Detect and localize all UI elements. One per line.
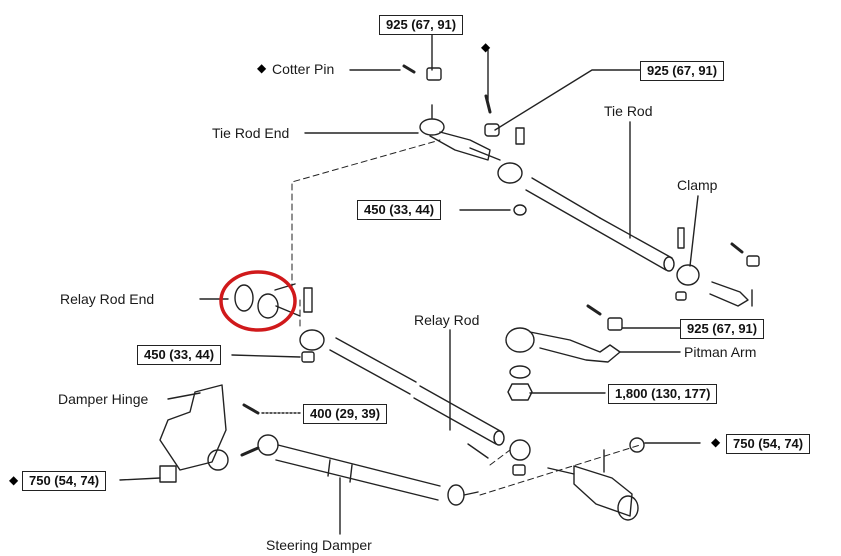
tie-rod-end-part: [419, 104, 501, 161]
leader-lines: [119, 33, 701, 535]
highlight-circle: [219, 270, 297, 332]
label-clamp: Clamp: [677, 177, 718, 193]
label-steering-damper: Steering Damper: [266, 537, 372, 553]
cotter-pin-part: [402, 64, 442, 81]
non-reusable-marker-icon: ◆: [257, 61, 267, 75]
tie-rod-part: [497, 162, 675, 272]
torque-spec-top-nut: 925 (67, 91): [379, 15, 464, 35]
non-reusable-marker-icon: ◆: [711, 435, 721, 449]
relay-rod-end-part: [234, 283, 325, 363]
non-reusable-marker-icon: ◆: [9, 473, 19, 487]
label-relay-rod: Relay Rod: [414, 312, 480, 328]
damper-hinge-part: [159, 384, 260, 483]
torque-spec-pitman-arm-ball-nut: 925 (67, 91): [680, 319, 765, 339]
label-damper-hinge: Damper Hinge: [58, 391, 149, 407]
torque-spec-damper-hinge-bolt: 400 (29, 39): [303, 404, 388, 424]
label-cotter-pin: Cotter Pin: [272, 61, 335, 77]
label-tie-rod-end: Tie Rod End: [212, 125, 290, 141]
torque-spec-damper-left-nut: 750 (54, 74): [22, 471, 107, 491]
torque-spec-damper-right-nut: 750 (54, 74): [726, 434, 811, 454]
torque-spec-tie-rod-clamp-nut: 450 (33, 44): [357, 200, 442, 220]
assembly-dashed-lines: [291, 139, 641, 496]
steering-damper-part: [240, 434, 479, 506]
torque-spec-upper-right-nut: 925 (67, 91): [640, 61, 725, 81]
label-tie-rod: Tie Rod: [604, 103, 653, 119]
torque-spec-relay-rod-clamp-nut: 450 (33, 44): [137, 345, 222, 365]
upper-right-nut-part: [484, 94, 525, 145]
clamp-part: [675, 227, 760, 307]
label-pitman-arm: Pitman Arm: [684, 344, 757, 360]
non-reusable-marker-icon: ◆: [481, 40, 491, 54]
label-relay-rod-end: Relay Rod End: [60, 291, 155, 307]
torque-spec-pitman-arm-nut: 1,800 (130, 177): [608, 384, 718, 404]
pitman-arm-part: [505, 304, 623, 401]
relay-rod-part: [329, 337, 531, 476]
steering-gear-part: [547, 437, 645, 521]
